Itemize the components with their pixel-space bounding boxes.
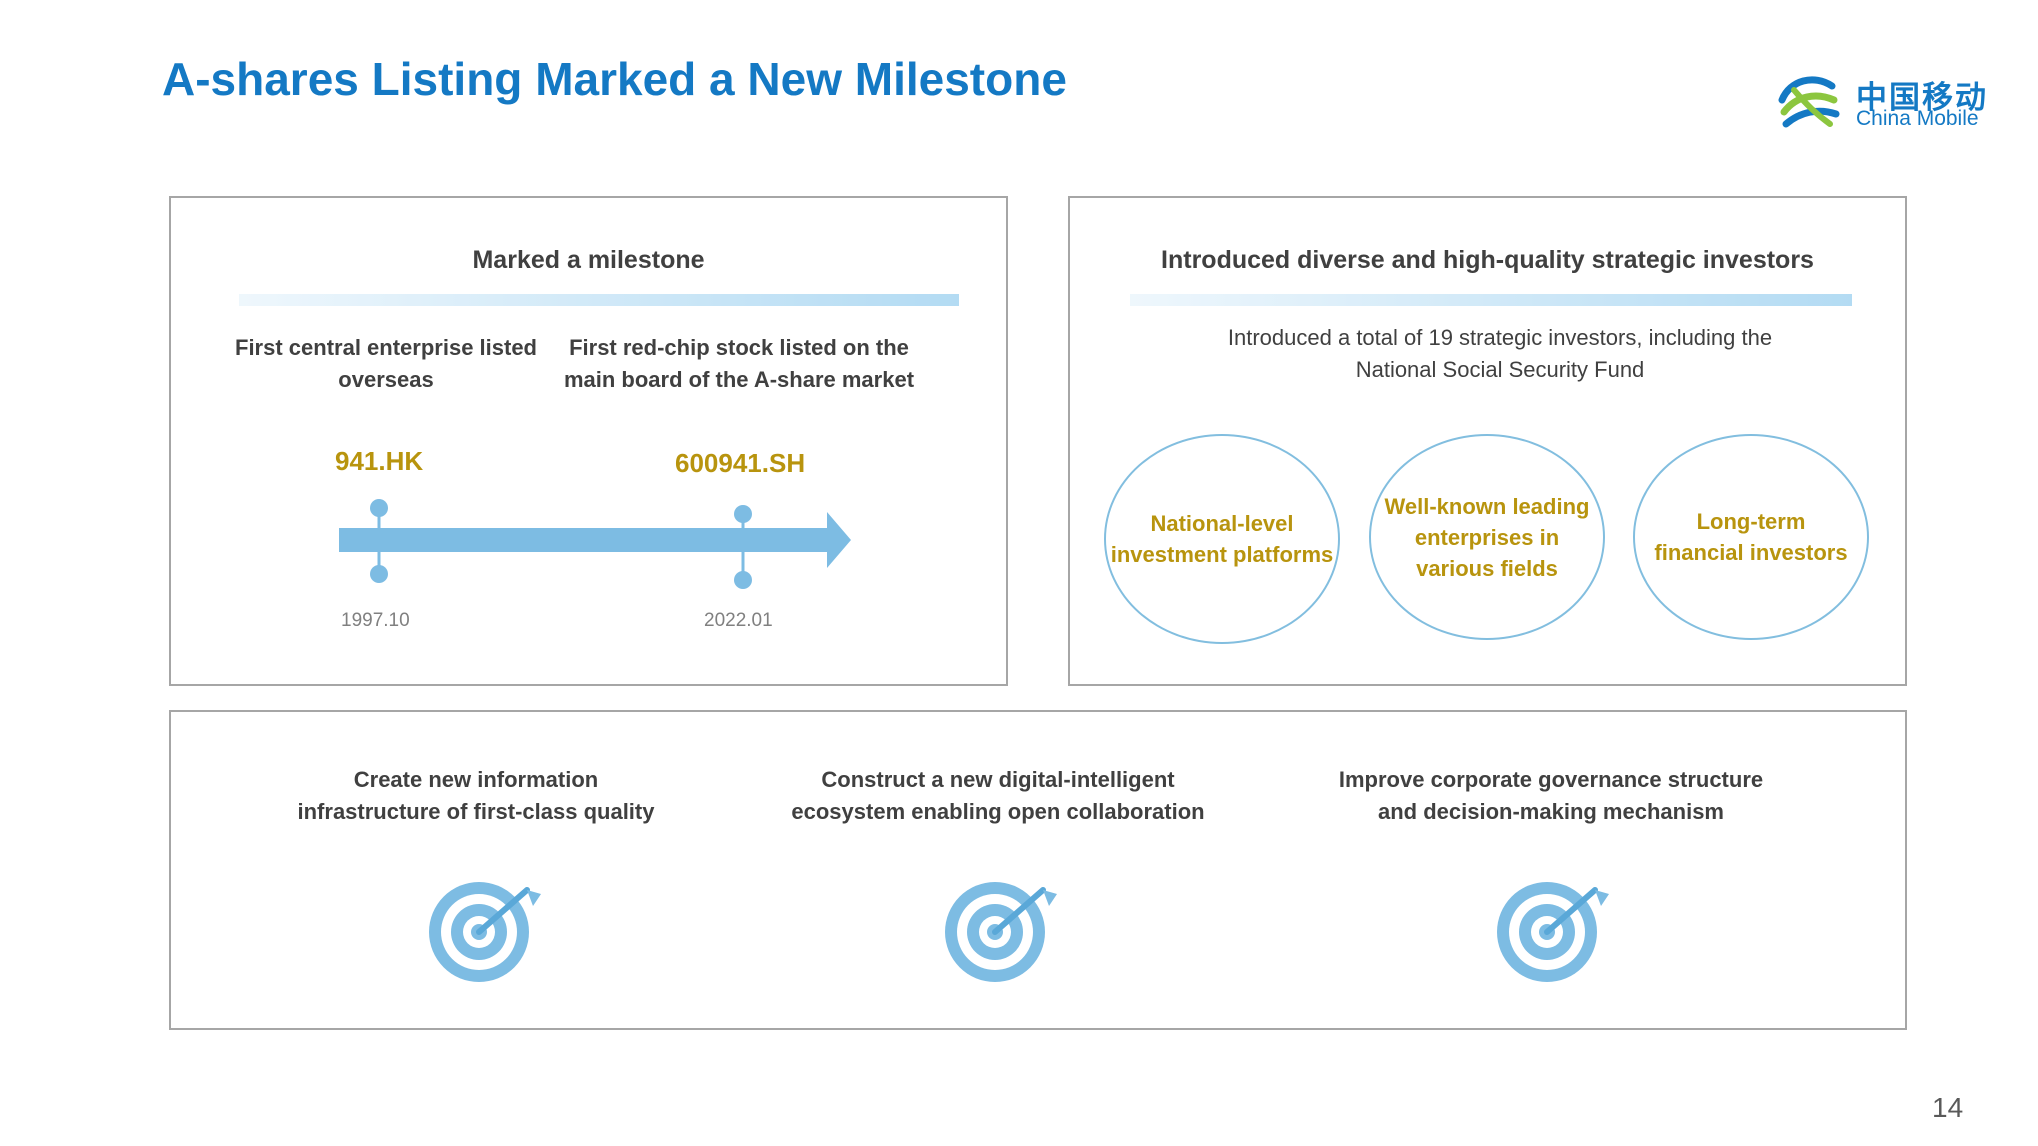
timeline-arrow-shape xyxy=(339,512,851,568)
milestone-panel: Marked a milestone First central enterpr… xyxy=(169,196,1008,686)
milestone-heading: Marked a milestone xyxy=(472,246,705,274)
event-code-1: 941.HK xyxy=(335,446,424,476)
goal-label-3: Improve corporate governance structure a… xyxy=(1338,767,1764,824)
investors-note: Introduced a total of 19 strategic inves… xyxy=(1227,325,1773,382)
event-label-1: First central enterprise listed overseas xyxy=(235,335,537,392)
investor-category-1-label: National-level investment platforms xyxy=(1110,511,1334,567)
investor-category-2: Well-known leading enterprises in variou… xyxy=(1369,434,1605,640)
target-icon xyxy=(429,880,541,982)
event-code-2: 600941.SH xyxy=(675,448,806,478)
china-mobile-logo: 中国移动 China Mobile xyxy=(1774,66,1994,136)
investor-category-3-label: Long-term financial investors xyxy=(1654,509,1848,565)
logo-name-en: China Mobile xyxy=(1856,107,1979,130)
goal-label-2: Construct a new digital-intelligent ecos… xyxy=(791,767,1205,824)
target-icon xyxy=(1497,880,1609,982)
logo-name-cn: 中国移动 xyxy=(1856,80,1988,115)
milestone-heading-bar xyxy=(239,294,959,306)
timeline-marker-2-top xyxy=(734,505,752,523)
event-date-2: 2022.01 xyxy=(704,610,773,631)
investors-heading: Introduced diverse and high-quality stra… xyxy=(1161,246,1814,274)
event-label-2: First red-chip stock listed on the main … xyxy=(563,335,915,392)
china-mobile-logo-icon xyxy=(1778,76,1840,128)
target-icon xyxy=(945,880,1057,982)
goal-label-1: Create new information infrastructure of… xyxy=(297,767,655,824)
page-title: A-shares Listing Marked a New Milestone xyxy=(162,53,1067,105)
investor-category-3: Long-term financial investors xyxy=(1633,434,1869,640)
investors-heading-bar xyxy=(1130,294,1852,306)
timeline-marker-1-top xyxy=(370,499,388,517)
investors-panel: Introduced diverse and high-quality stra… xyxy=(1068,196,1907,686)
timeline-marker-2-bottom xyxy=(734,571,752,589)
timeline-arrow xyxy=(339,499,851,589)
investor-category-2-label: Well-known leading enterprises in variou… xyxy=(1384,493,1590,581)
goals-panel: Create new information infrastructure of… xyxy=(169,710,1907,1030)
page-number: 14 xyxy=(1932,1092,1964,1123)
investor-category-1: National-level investment platforms xyxy=(1104,434,1340,644)
timeline-marker-1-bottom xyxy=(370,565,388,583)
event-date-1: 1997.10 xyxy=(341,610,410,631)
